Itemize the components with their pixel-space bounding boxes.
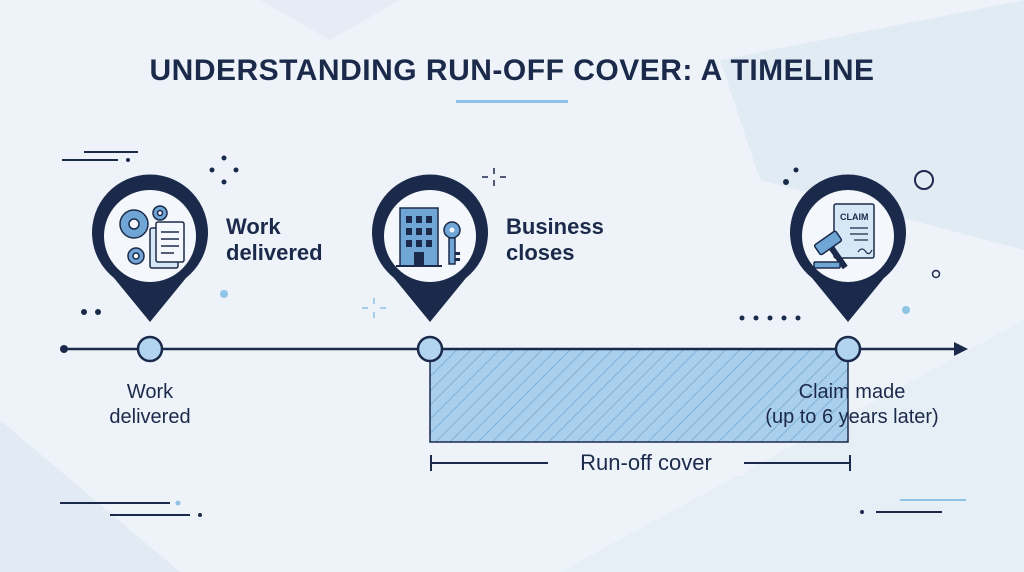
timeline-marker-business-closes bbox=[416, 335, 444, 363]
building-key-icon bbox=[396, 207, 461, 267]
runoff-cover-area bbox=[429, 348, 849, 443]
timeline-axis bbox=[60, 342, 968, 356]
title-underline bbox=[456, 100, 568, 103]
timeline-marker-claim-made bbox=[834, 335, 862, 363]
axis-label-claim-made: Claim made (up to 6 years later) bbox=[765, 381, 939, 428]
pin-label-business-closes: Business closes bbox=[506, 214, 604, 265]
pin-work-delivered bbox=[92, 174, 208, 322]
pin-label-work-delivered: Work delivered bbox=[226, 214, 323, 265]
claim-badge: CLAIM bbox=[840, 212, 869, 222]
page-title: UNDERSTANDING RUN-OFF COVER: A TIMELINE bbox=[149, 54, 875, 87]
runoff-cover-label: Run-off cover bbox=[548, 450, 744, 476]
timeline-marker-work-delivered bbox=[136, 335, 164, 363]
pin-business-closes bbox=[372, 174, 489, 322]
pin-claim-made: CLAIM bbox=[790, 174, 906, 322]
claim-gavel-icon: CLAIM bbox=[813, 203, 875, 270]
gears-document-icon bbox=[119, 205, 185, 269]
axis-label-work-delivered: Work delivered bbox=[109, 381, 191, 428]
